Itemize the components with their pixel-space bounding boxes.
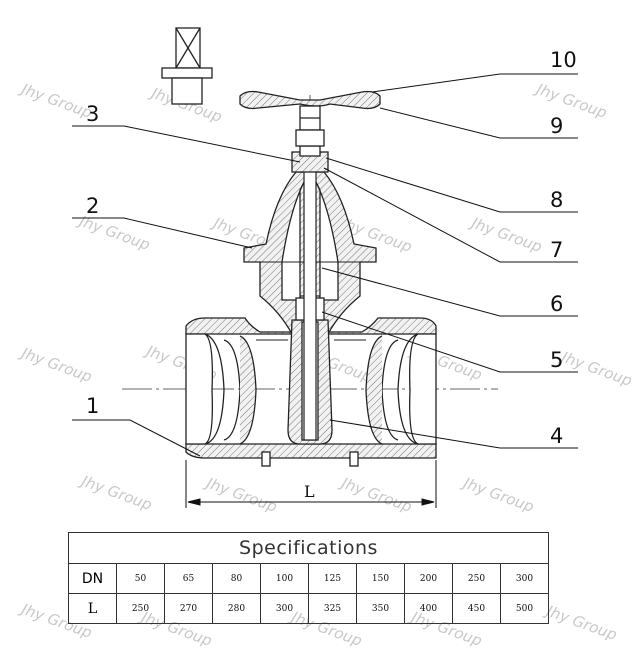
callout-10: 10 [550,48,577,72]
callout-4: 4 [550,424,564,448]
dn-row: DN 50 65 80 100 125 150 200 250 300 [68,563,549,594]
l-cell: 325 [308,593,357,624]
l-cell: 500 [500,593,549,624]
dn-cell: 50 [116,563,165,594]
dn-cell: 125 [308,563,357,594]
callout-7: 7 [550,238,564,262]
dn-cell: 150 [356,563,405,594]
l-header: L [68,593,117,624]
table-title-row: Specifications [68,532,549,564]
square-cap-key [161,27,213,105]
callout-8: 8 [550,188,564,212]
dn-cell: 65 [164,563,213,594]
l-cell: 450 [452,593,501,624]
l-cell: 400 [404,593,453,624]
dimension-l [185,460,437,508]
watermark-21: Jhy Group [544,601,620,645]
handwheel [239,90,381,147]
l-cell: 280 [212,593,261,624]
specifications-table: Specifications DN 50 65 80 100 125 150 2… [68,532,549,624]
callout-1: 1 [86,394,100,418]
dn-cell: 100 [260,563,309,594]
callout-6: 6 [550,292,564,316]
l-cell: 270 [164,593,213,624]
leader-lines [72,73,578,457]
stem [303,159,317,441]
dn-cell: 300 [500,563,549,594]
callout-3: 3 [86,102,100,126]
l-cell: 250 [116,593,165,624]
gate-valve-drawing [72,27,578,508]
dn-cell: 250 [452,563,501,594]
l-cell: 300 [260,593,309,624]
gland-nut [291,145,329,173]
l-cell: 350 [356,593,405,624]
dn-cell: 80 [212,563,261,594]
callout-2: 2 [86,194,100,218]
dn-header: DN [68,563,117,594]
callout-5: 5 [550,348,564,372]
dimension-l-label: L [304,482,315,501]
dn-cell: 200 [404,563,453,594]
callout-9: 9 [550,114,564,138]
table-title: Specifications [68,532,549,564]
l-row: L 250 270 280 300 325 350 400 450 500 [68,593,549,624]
